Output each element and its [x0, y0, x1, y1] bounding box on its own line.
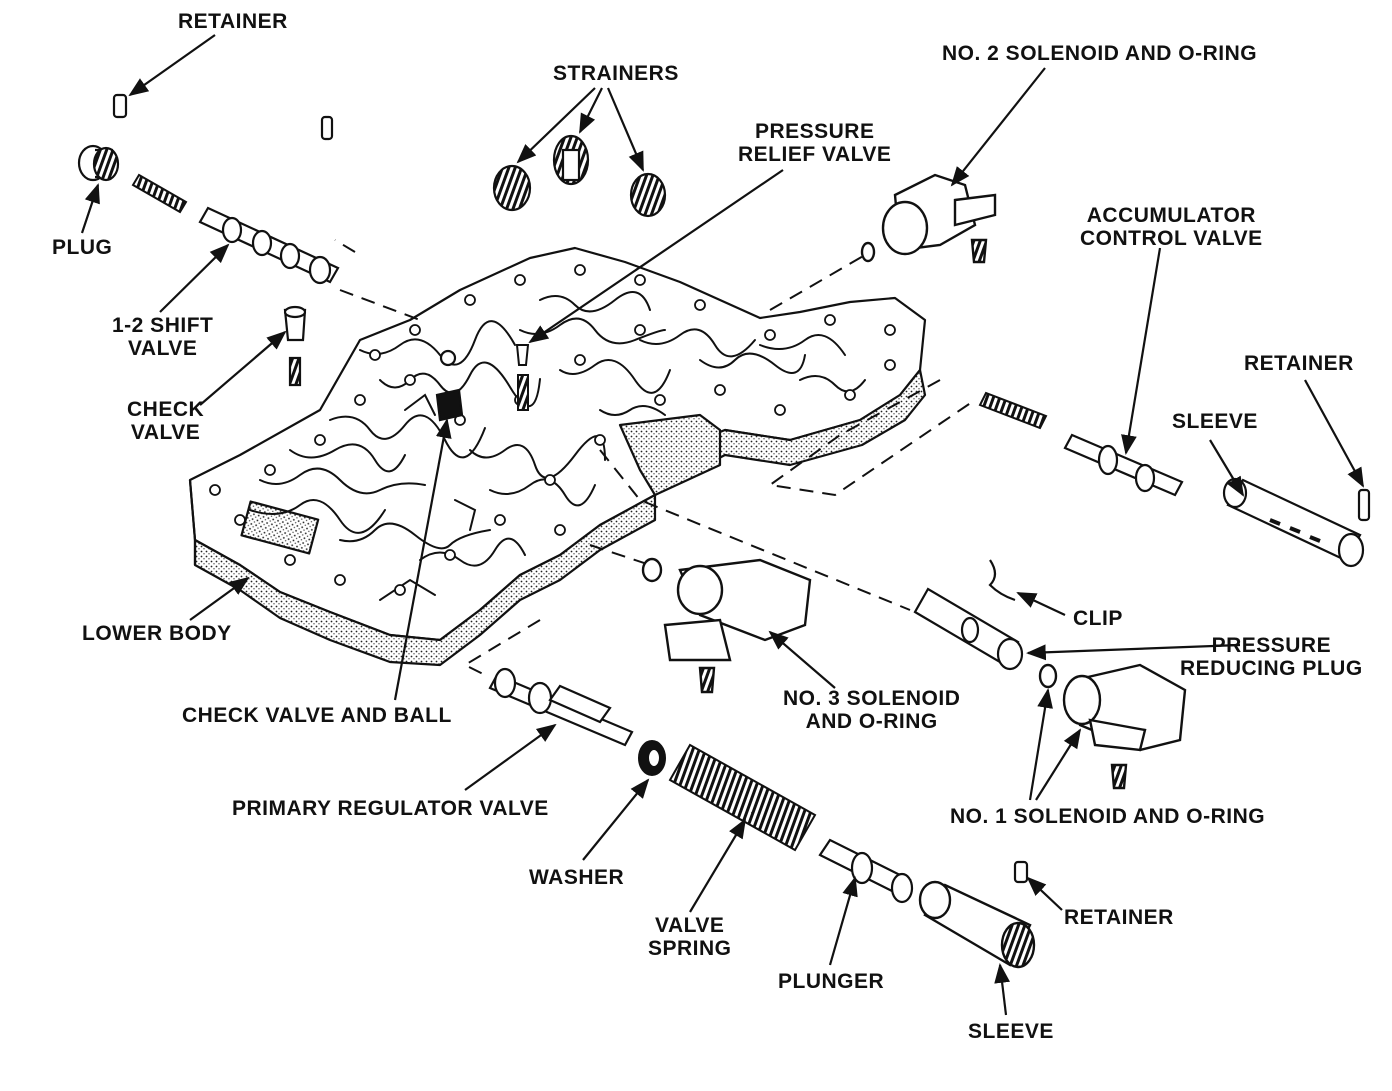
- leader-arrows: [80, 34, 1364, 1016]
- sleeve-right-part: [1222, 477, 1365, 568]
- arrow-no1-solenoid-b: [1035, 728, 1082, 801]
- retainer-right-part: [1357, 488, 1371, 522]
- label-check-valve-and-ball: CHECK VALVE AND BALL: [182, 704, 452, 727]
- primary-regulator-valve-part: [488, 667, 634, 747]
- label-retainer-top: RETAINER: [178, 10, 288, 33]
- arrow-lower-body: [189, 576, 250, 621]
- label-strainers: STRAINERS: [553, 62, 679, 85]
- label-clip: CLIP: [1073, 607, 1123, 630]
- valve-body-front-side: [193, 493, 657, 667]
- arrow-retainer-right: [1304, 379, 1364, 488]
- label-washer: WASHER: [529, 866, 625, 889]
- label-plug: PLUG: [52, 236, 113, 259]
- label-no1-solenoid: NO. 1 SOLENOID AND O-RING: [950, 805, 1266, 828]
- alignment-dashed-lines: [334, 239, 976, 676]
- strainers-part: [492, 134, 667, 218]
- pressure-relief-valve-part: [515, 344, 530, 411]
- valve-spring-part: [668, 743, 817, 852]
- lower-body-casting: [188, 246, 927, 667]
- label-no2-solenoid: NO. 2 SOLENOID AND O-RING: [942, 42, 1258, 65]
- arrow-strainers-1: [516, 87, 596, 164]
- check-valve-part: [283, 305, 307, 387]
- accumulator-spring-part: [978, 391, 1048, 430]
- arrow-strainers-2: [579, 87, 603, 134]
- shift-valve-spring-part: [131, 173, 188, 214]
- plug-part: [77, 144, 120, 182]
- check-valve-and-ball-part: [435, 349, 464, 422]
- label-sleeve-right: SLEEVE: [1172, 410, 1258, 433]
- label-primary-regulator-valve: PRIMARY REGULATOR VALVE: [232, 797, 549, 820]
- label-retainer-bottom: RETAINER: [1064, 906, 1174, 929]
- valve-body-end-block: [618, 413, 722, 497]
- no1-solenoid-part: [1038, 663, 1187, 790]
- arrow-accumulator: [1121, 247, 1162, 455]
- arrow-no2-solenoid: [950, 67, 1046, 187]
- arrow-check-valve-ball: [393, 418, 452, 701]
- accumulator-control-valve-part: [1063, 433, 1184, 497]
- no3-solenoid-part: [641, 557, 812, 694]
- label-plunger: PLUNGER: [778, 970, 885, 993]
- arrow-valve-spring: [689, 818, 747, 913]
- plunger-part: [818, 838, 914, 904]
- valve-body-pocket: [240, 500, 320, 555]
- arrow-pressure-relief: [528, 169, 784, 344]
- arrow-check-valve: [199, 330, 287, 406]
- label-lower-body: LOWER BODY: [82, 622, 232, 645]
- arrow-plunger: [828, 876, 858, 966]
- arrow-plug: [80, 183, 100, 234]
- shift-valve-part: [198, 206, 340, 285]
- retainer-top-left-part: [112, 93, 334, 141]
- arrow-retainer-bottom: [1026, 876, 1063, 911]
- pressure-reducing-plug-part: [913, 587, 1024, 671]
- arrow-clip: [1016, 592, 1066, 616]
- label-retainer-right: RETAINER: [1244, 352, 1354, 375]
- arrow-no3-solenoid: [768, 630, 836, 689]
- clip-part: [988, 559, 1016, 602]
- arrow-no1-solenoid-a: [1028, 688, 1053, 801]
- arrow-retainer-top: [128, 34, 216, 97]
- label-sleeve-bottom: SLEEVE: [968, 1020, 1054, 1043]
- retainer-bottom-part: [1013, 860, 1029, 884]
- arrow-pressure-reducing: [1026, 643, 1241, 661]
- sleeve-bottom-part: [918, 880, 1036, 969]
- arrow-shift-valve: [159, 243, 230, 313]
- arrow-washer: [582, 778, 650, 861]
- arrow-strainers-3: [606, 87, 645, 172]
- arrow-sleeve-bottom: [994, 963, 1010, 1016]
- arrow-primary-regulator: [464, 723, 557, 791]
- no2-solenoid-part: [860, 173, 997, 264]
- arrow-sleeve-right: [1209, 439, 1245, 497]
